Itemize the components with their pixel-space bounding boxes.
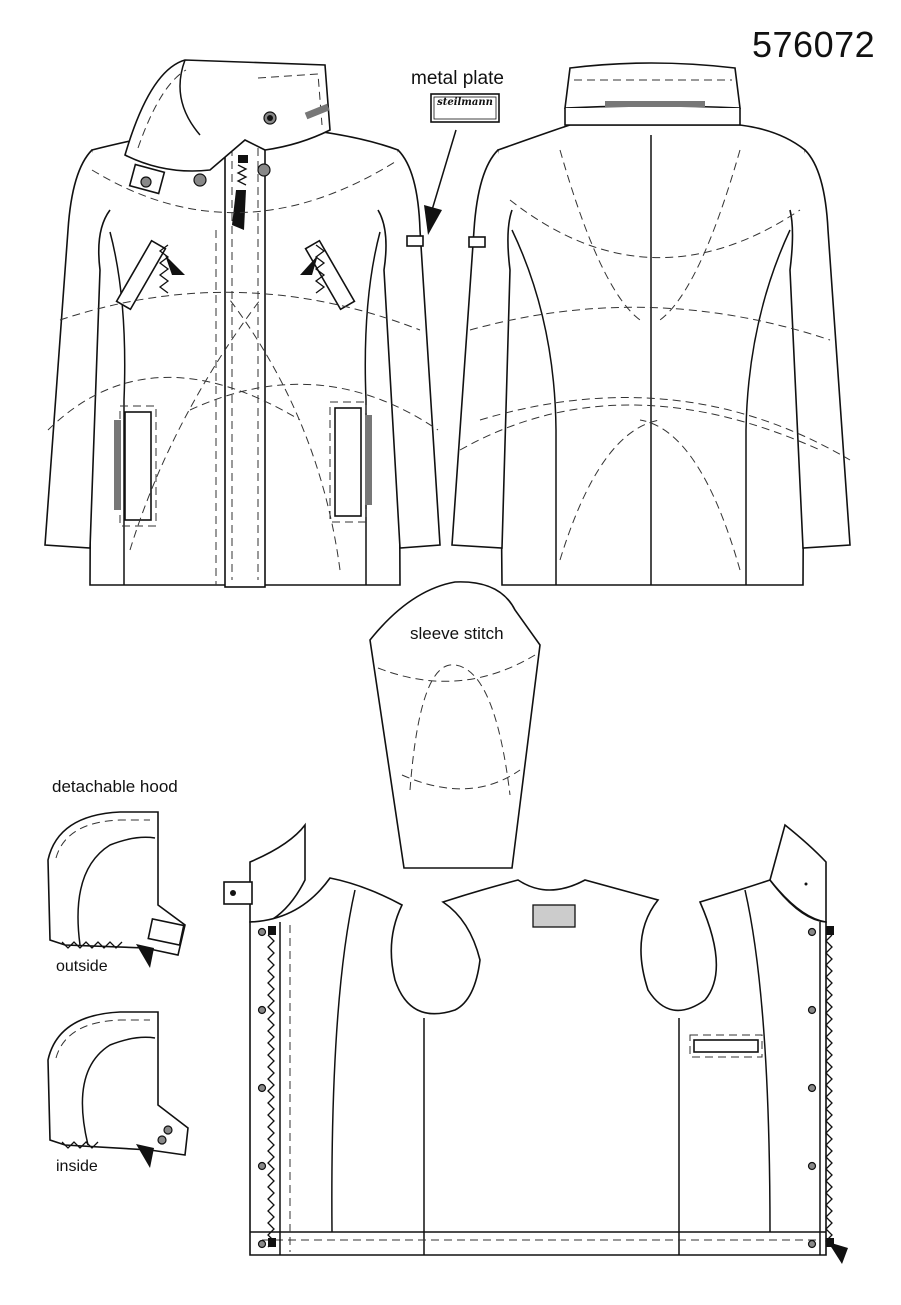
detachable-hood-label: detachable hood bbox=[52, 777, 178, 796]
metal-plate-callout bbox=[424, 93, 500, 235]
jacket-lining-view bbox=[223, 822, 848, 1264]
jacket-front-view bbox=[44, 59, 441, 588]
metal-plate-brand: steilmann bbox=[437, 97, 493, 108]
detachable-hood-outside bbox=[47, 811, 186, 968]
hood-inside-label: inside bbox=[56, 1158, 98, 1175]
style-number: 576072 bbox=[752, 24, 876, 65]
sleeve-detail bbox=[369, 581, 541, 869]
metal-plate-label: metal plate bbox=[411, 68, 504, 89]
detachable-hood-inside bbox=[47, 1011, 189, 1168]
sleeve-stitch-label: sleeve stitch bbox=[410, 624, 504, 643]
jacket-back-view bbox=[451, 62, 851, 586]
hood-outside-label: outside bbox=[56, 958, 108, 975]
